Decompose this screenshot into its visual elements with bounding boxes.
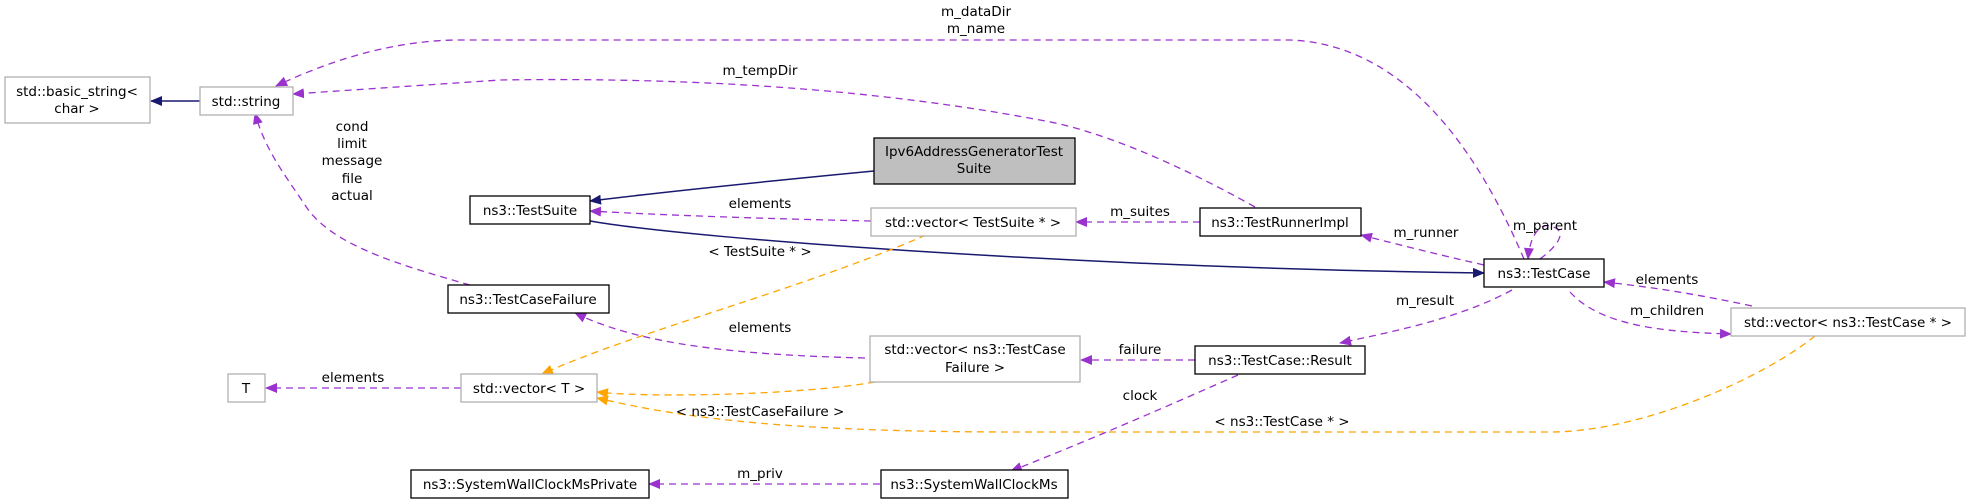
node-basic-string[interactable]: std::basic_string< char > bbox=[4, 76, 151, 124]
label-limit: limit bbox=[337, 136, 367, 152]
node-test-case-failure[interactable]: ns3::TestCaseFailure bbox=[447, 284, 610, 314]
node-vector-testcase[interactable]: std::vector< ns3::TestCase * > bbox=[1730, 307, 1966, 337]
node-vector-testsuite[interactable]: std::vector< TestSuite * > bbox=[870, 207, 1077, 237]
edge-result bbox=[1339, 289, 1513, 346]
svg-text:char >: char > bbox=[54, 101, 99, 117]
svg-text:ns3::TestCase: ns3::TestCase bbox=[1498, 266, 1591, 282]
label-tpl-testsuite: < TestSuite * > bbox=[708, 244, 811, 260]
svg-text:Failure >: Failure > bbox=[945, 360, 1005, 376]
node-std-string[interactable]: std::string bbox=[199, 86, 294, 116]
label-m-children: m_children bbox=[1630, 303, 1704, 319]
node-test-runner-impl[interactable]: ns3::TestRunnerImpl bbox=[1199, 207, 1362, 237]
edge-datadir-name bbox=[275, 39, 1525, 260]
label-m-suites: m_suites bbox=[1110, 204, 1170, 220]
label-m-result: m_result bbox=[1396, 293, 1454, 309]
edge-clock bbox=[1010, 374, 1239, 472]
edge-children bbox=[1569, 291, 1732, 339]
label-m-parent: m_parent bbox=[1513, 218, 1577, 234]
label-file: file bbox=[342, 171, 363, 187]
label-m-priv: m_priv bbox=[737, 466, 783, 482]
svg-text:std::vector< TestSuite * >: std::vector< TestSuite * > bbox=[885, 215, 1061, 231]
label-failure-elements: elements bbox=[729, 320, 792, 336]
node-system-wall-clock-ms[interactable]: ns3::SystemWallClockMs bbox=[880, 469, 1069, 499]
edge-testcase-elements bbox=[1603, 278, 1753, 307]
node-test-case[interactable]: ns3::TestCase bbox=[1483, 258, 1605, 288]
svg-text:std::vector< T >: std::vector< T > bbox=[473, 381, 585, 397]
svg-text:ns3::TestRunnerImpl: ns3::TestRunnerImpl bbox=[1211, 215, 1349, 231]
svg-text:T: T bbox=[241, 381, 251, 397]
edge-suite-elements bbox=[589, 206, 872, 222]
svg-text:Ipv6AddressGeneratorTest: Ipv6AddressGeneratorTest bbox=[885, 144, 1063, 160]
node-system-wall-clock-ms-private[interactable]: ns3::SystemWallClockMsPrivate bbox=[410, 469, 650, 499]
label-cond: cond bbox=[336, 119, 369, 135]
label-tpl-testcasefailure: < ns3::TestCaseFailure > bbox=[676, 404, 845, 420]
edge-runner bbox=[1360, 232, 1485, 266]
edge-failure-fields bbox=[253, 112, 471, 286]
label-tpl-testcase: < ns3::TestCase * > bbox=[1214, 414, 1349, 430]
svg-text:ns3::TestCaseFailure: ns3::TestCaseFailure bbox=[459, 292, 596, 308]
label-t-elements: elements bbox=[322, 370, 385, 386]
svg-text:ns3::SystemWallClockMsPrivate: ns3::SystemWallClockMsPrivate bbox=[423, 477, 637, 493]
label-suite-elements: elements bbox=[729, 196, 792, 212]
edge-tpl-testsuite bbox=[541, 234, 927, 375]
svg-text:ns3::TestCase::Result: ns3::TestCase::Result bbox=[1208, 353, 1352, 369]
svg-text:ns3::SystemWallClockMs: ns3::SystemWallClockMs bbox=[890, 477, 1057, 493]
edge-tpl-testcase bbox=[596, 335, 1816, 433]
svg-text:std::basic_string<: std::basic_string< bbox=[16, 84, 138, 100]
label-actual: actual bbox=[331, 188, 373, 204]
label-testcase-elements: elements bbox=[1636, 272, 1699, 288]
edge-tempdir bbox=[292, 78, 1256, 208]
svg-text:std::vector< ns3::TestCase: std::vector< ns3::TestCase bbox=[884, 342, 1065, 358]
svg-text:Suite: Suite bbox=[957, 161, 991, 177]
node-ipv6-address-generator-test-suite[interactable]: Ipv6AddressGeneratorTest Suite bbox=[873, 137, 1076, 185]
node-test-suite[interactable]: ns3::TestSuite bbox=[469, 195, 591, 225]
label-m-tempdir: m_tempDir bbox=[723, 63, 798, 79]
edge-ipv6-inherits-testsuite bbox=[589, 170, 875, 205]
edge-testsuite-inherits-testcase bbox=[589, 220, 1485, 278]
svg-text:std::vector< ns3::TestCase * >: std::vector< ns3::TestCase * > bbox=[1744, 315, 1952, 331]
edge-failure-elements bbox=[574, 312, 866, 359]
svg-text:ns3::TestSuite: ns3::TestSuite bbox=[483, 203, 577, 219]
edge-parent bbox=[1523, 224, 1561, 260]
label-m-runner: m_runner bbox=[1394, 225, 1459, 241]
node-test-case-result[interactable]: ns3::TestCase::Result bbox=[1194, 345, 1366, 375]
node-t[interactable]: T bbox=[227, 373, 266, 403]
svg-text:std::string: std::string bbox=[212, 94, 281, 110]
label-failure: failure bbox=[1119, 342, 1162, 358]
label-m-name: m_name bbox=[947, 21, 1005, 37]
node-vector-testcasefailure[interactable]: std::vector< ns3::TestCase Failure > bbox=[869, 335, 1081, 383]
label-clock: clock bbox=[1123, 388, 1158, 404]
label-m-datadir: m_dataDir bbox=[941, 4, 1011, 20]
node-vector-t[interactable]: std::vector< T > bbox=[460, 373, 598, 403]
label-message: message bbox=[322, 153, 383, 169]
edge-tpl-testcasefailure bbox=[596, 381, 876, 399]
